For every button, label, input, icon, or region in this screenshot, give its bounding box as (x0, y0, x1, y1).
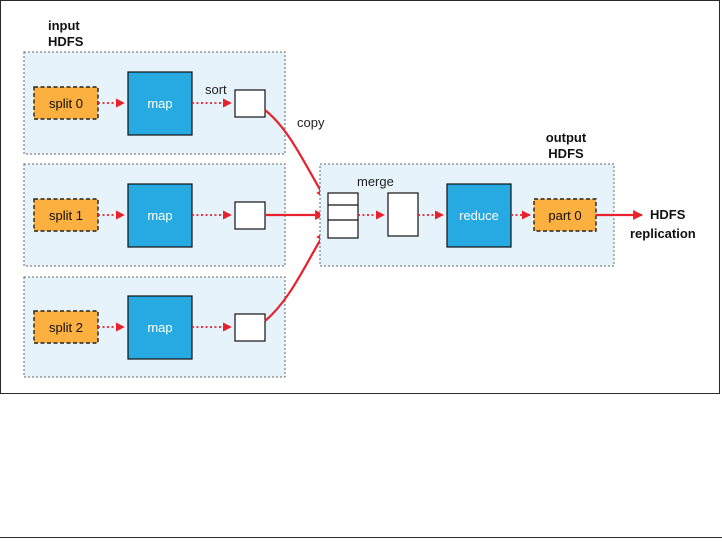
merge-input-stack (327, 192, 359, 239)
map-box-1 (127, 183, 193, 248)
map-label-0: map (147, 96, 172, 111)
split-label-1: split 1 (49, 208, 83, 223)
reduce-box (446, 183, 512, 248)
bottom-rule (0, 537, 722, 538)
sort-output-1 (234, 201, 266, 230)
replication-label-line1: HDFS (650, 207, 686, 222)
replication-label-line2: replication (630, 226, 696, 241)
map-label-1: map (147, 208, 172, 223)
output-label-line2: HDFS (548, 146, 584, 161)
copy-arrow-0 (264, 109, 326, 199)
map-box-0 (127, 71, 193, 136)
sort-output-2 (234, 313, 266, 342)
output-label-line1: output (546, 130, 587, 145)
input-label-line1: input (48, 18, 80, 33)
input-label-line2: HDFS (48, 34, 84, 49)
sort-output-0 (234, 89, 266, 118)
diagram-frame (0, 0, 720, 394)
mapreduce-diagram: input HDFS split 0 map sort split 1 map … (23, 18, 696, 378)
copy-label: copy (297, 115, 325, 130)
reduce-label: reduce (459, 208, 499, 223)
copy-arrow-2 (264, 231, 326, 322)
split-label-0: split 0 (49, 96, 83, 111)
map-box-2 (127, 295, 193, 360)
map-label-2: map (147, 320, 172, 335)
part-box (533, 198, 597, 232)
part-label: part 0 (548, 208, 581, 223)
merged-output (387, 192, 419, 237)
merge-label: merge (357, 174, 394, 189)
sort-label: sort (205, 82, 227, 97)
split-box-0 (33, 86, 99, 120)
split-label-2: split 2 (49, 320, 83, 335)
